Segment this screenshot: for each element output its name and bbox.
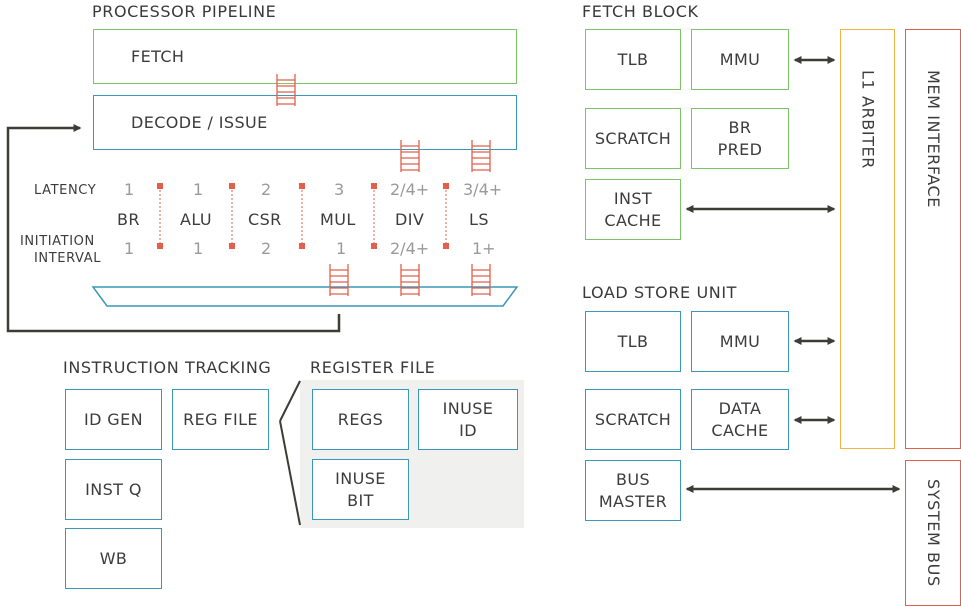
regs-box: REGS bbox=[312, 389, 409, 450]
bus-master-label-2: MASTER bbox=[598, 491, 668, 511]
inst-cache-label-2: CACHE bbox=[604, 210, 662, 230]
latency-div: 2/4+ bbox=[390, 180, 430, 199]
bus-master-box: BUS MASTER bbox=[585, 460, 681, 521]
tracking-title: INSTRUCTION TRACKING bbox=[63, 358, 272, 377]
initiation-row-label-2: INTERVAL bbox=[34, 251, 102, 266]
lsu-title: LOAD STORE UNIT bbox=[582, 283, 738, 302]
queue-div-wb bbox=[400, 264, 420, 296]
br-pred-label-2: PRED bbox=[717, 139, 763, 159]
inst-cache-label-1: INST bbox=[613, 188, 653, 208]
data-cache-label-2: CACHE bbox=[711, 420, 769, 440]
system-bus-box: SYSTEM BUS bbox=[905, 460, 961, 606]
inst-q-box: INST Q bbox=[65, 459, 162, 520]
lsu-mmu-box: MMU bbox=[691, 311, 789, 372]
fetch-block-title: FETCH BLOCK bbox=[582, 2, 699, 21]
l1-arbiter-box: L1 ARBITER bbox=[840, 29, 895, 449]
inuse-id-label-2: ID bbox=[459, 420, 477, 440]
lsu-tlb-label: TLB bbox=[617, 331, 649, 351]
br-pred-box: BR PRED bbox=[691, 108, 789, 169]
latency-row-label: LATENCY bbox=[34, 183, 97, 198]
lsu-mmu-label: MMU bbox=[719, 331, 761, 351]
fetch-stage: FETCH bbox=[93, 29, 517, 84]
register-file-title: REGISTER FILE bbox=[310, 358, 436, 377]
fetch-scratch-label: SCRATCH bbox=[594, 128, 672, 148]
wb-label: WB bbox=[99, 548, 128, 568]
queue-ls-issue bbox=[471, 140, 491, 172]
mem-interface-label: MEM INTERFACE bbox=[924, 70, 943, 208]
id-gen-label: ID GEN bbox=[83, 409, 143, 429]
unit-br: BR bbox=[117, 210, 140, 229]
queue-mul-wb bbox=[329, 264, 349, 296]
wb-box: WB bbox=[65, 528, 162, 589]
br-pred-label-1: BR bbox=[728, 117, 752, 137]
fetch-stage-label: FETCH bbox=[131, 46, 185, 66]
data-cache-label-1: DATA bbox=[718, 398, 762, 418]
interval-alu: 1 bbox=[193, 239, 204, 258]
fetch-mmu-label: MMU bbox=[719, 49, 761, 69]
interval-csr: 2 bbox=[261, 239, 272, 258]
latency-ls: 3/4+ bbox=[463, 180, 503, 199]
id-gen-box: ID GEN bbox=[65, 389, 162, 450]
decode-issue-label: DECODE / ISSUE bbox=[131, 112, 268, 132]
regfile-expand-bottom bbox=[279, 420, 301, 526]
inuse-id-label-1: INUSE bbox=[442, 398, 494, 418]
inuse-bit-box: INUSE BIT bbox=[312, 459, 409, 520]
bus-master-label-1: BUS bbox=[615, 469, 651, 489]
fetch-tlb-box: TLB bbox=[585, 29, 681, 90]
fetch-tlb-label: TLB bbox=[617, 49, 649, 69]
data-cache-box: DATA CACHE bbox=[691, 389, 789, 450]
feedback-arrow bbox=[6, 124, 341, 333]
pipeline-title: PROCESSOR PIPELINE bbox=[92, 2, 277, 21]
reg-file-label: REG FILE bbox=[183, 409, 258, 429]
queue-ls-wb bbox=[471, 264, 491, 296]
lsu-scratch-label: SCRATCH bbox=[594, 409, 672, 429]
system-bus-label: SYSTEM BUS bbox=[924, 479, 943, 587]
inst-cache-box: INST CACHE bbox=[585, 179, 681, 240]
fetch-mmu-box: MMU bbox=[691, 29, 789, 90]
queue-fetch-decode bbox=[276, 74, 296, 106]
mem-interface-box: MEM INTERFACE bbox=[905, 29, 961, 449]
latency-br: 1 bbox=[124, 180, 135, 199]
unit-separators bbox=[157, 183, 449, 249]
unit-ls: LS bbox=[469, 210, 489, 229]
interval-div: 2/4+ bbox=[390, 239, 430, 258]
inuse-bit-label-1: INUSE bbox=[335, 468, 386, 488]
regs-label: REGS bbox=[337, 409, 384, 429]
unit-div: DIV bbox=[395, 210, 425, 229]
fetch-scratch-box: SCRATCH bbox=[585, 108, 681, 169]
reg-file-box: REG FILE bbox=[172, 389, 269, 450]
unit-mul: MUL bbox=[320, 210, 356, 229]
interval-mul: 1 bbox=[336, 239, 347, 258]
unit-alu: ALU bbox=[180, 210, 212, 229]
queue-div-issue bbox=[400, 140, 420, 172]
decode-issue-stage: DECODE / ISSUE bbox=[93, 95, 517, 150]
inuse-id-box: INUSE ID bbox=[418, 389, 518, 450]
lsu-scratch-box: SCRATCH bbox=[585, 389, 681, 450]
initiation-row-label-1: INITIATION bbox=[20, 234, 95, 249]
l1-arbiter-label: L1 ARBITER bbox=[858, 70, 878, 169]
interval-br: 1 bbox=[124, 239, 135, 258]
latency-alu: 1 bbox=[193, 180, 204, 199]
lsu-tlb-box: TLB bbox=[585, 311, 681, 372]
latency-csr: 2 bbox=[261, 180, 272, 199]
unit-csr: CSR bbox=[248, 210, 282, 229]
regfile-expand-top bbox=[279, 380, 301, 422]
inuse-bit-label-2: BIT bbox=[347, 490, 374, 510]
inst-q-label: INST Q bbox=[85, 479, 142, 499]
interval-ls: 1+ bbox=[472, 239, 496, 258]
writeback-bus bbox=[91, 286, 519, 307]
latency-mul: 3 bbox=[334, 180, 345, 199]
